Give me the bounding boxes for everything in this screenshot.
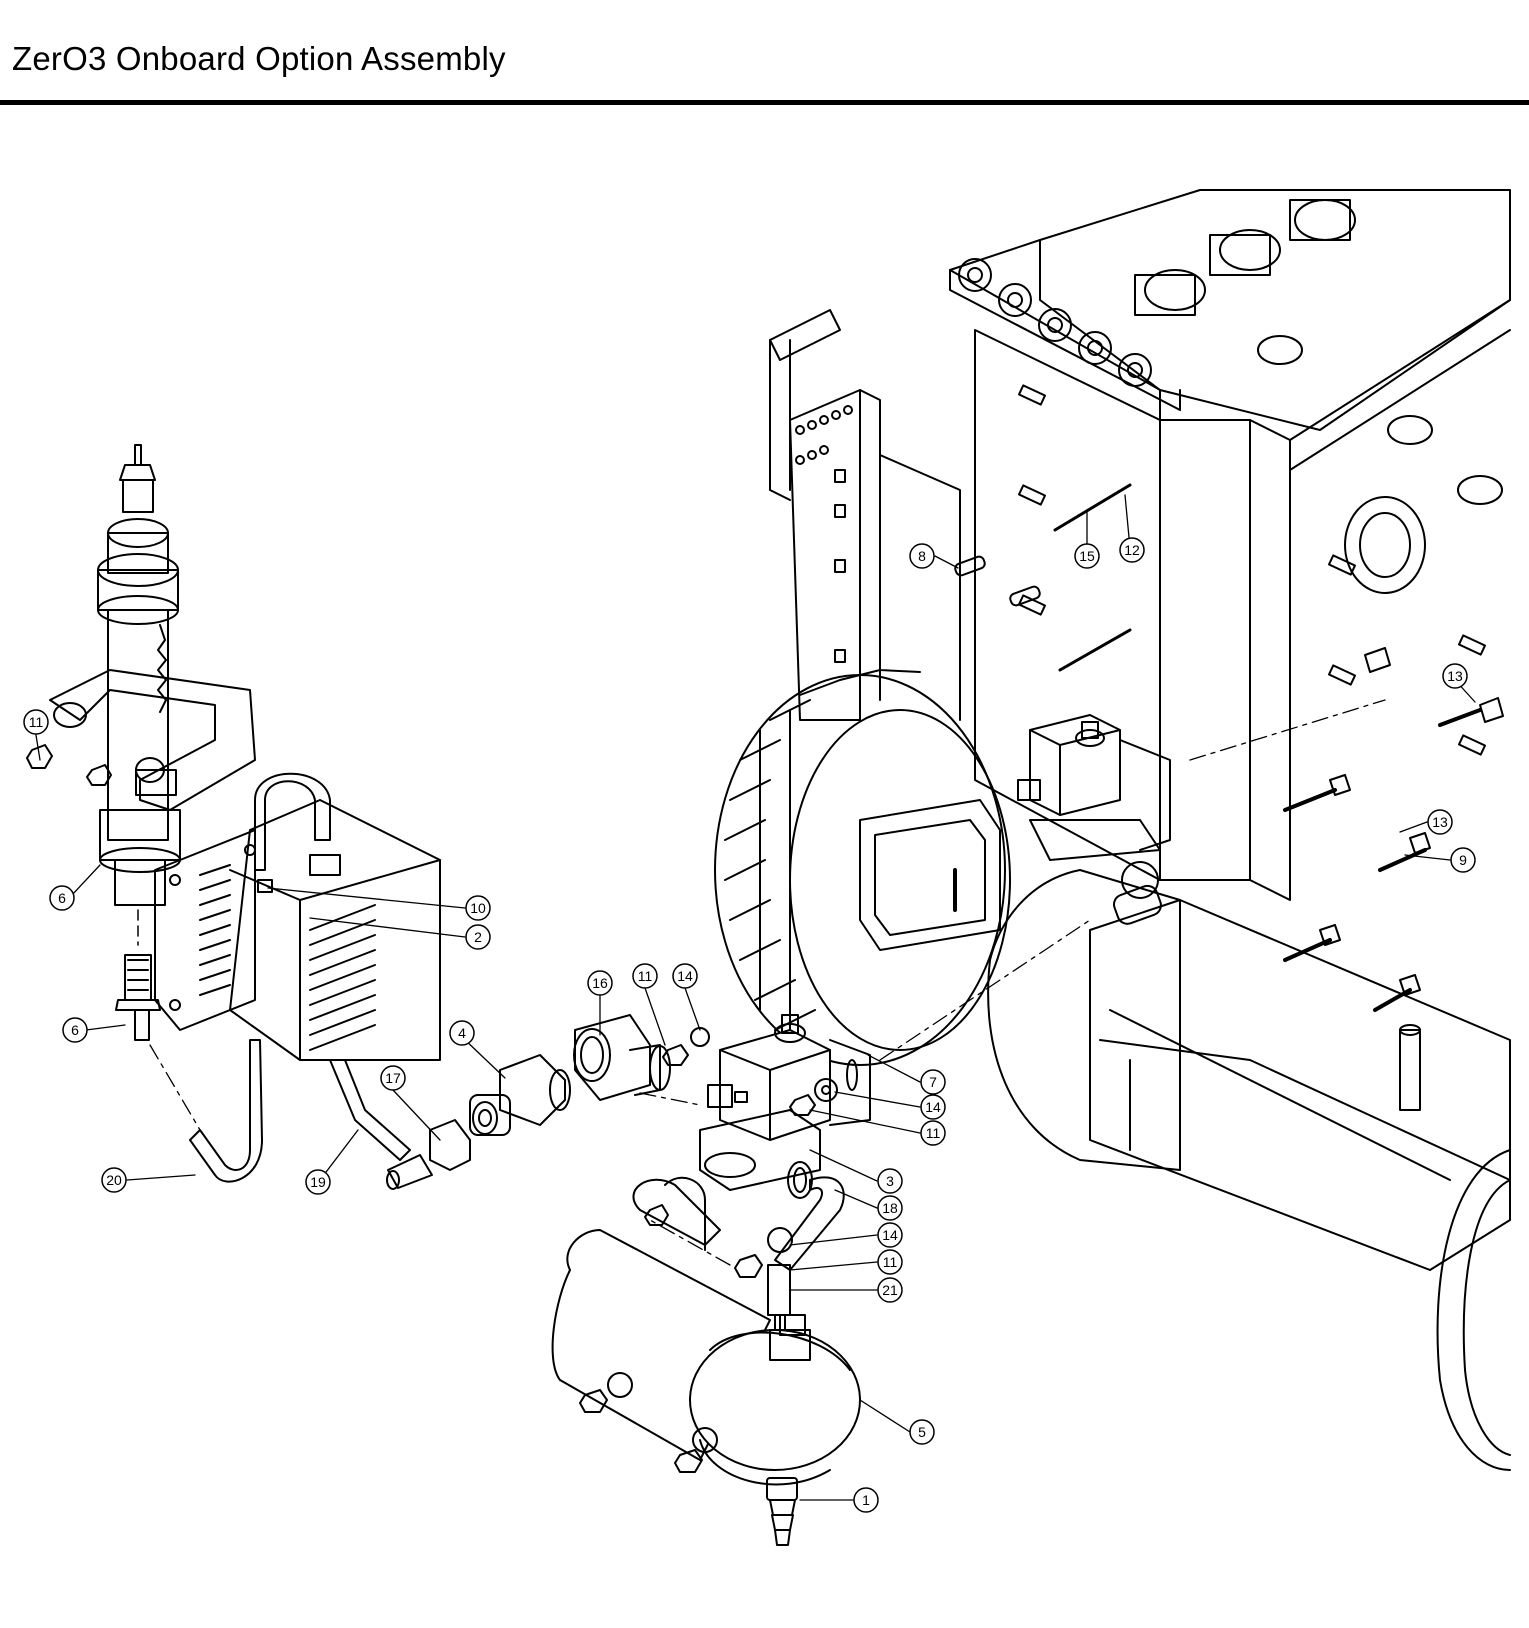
- svg-text:4: 4: [458, 1025, 466, 1041]
- callout-18: 18: [877, 1195, 903, 1221]
- svg-text:11: 11: [883, 1254, 898, 1270]
- svg-text:14: 14: [882, 1227, 898, 1243]
- ozone-generator: [154, 772, 441, 1183]
- title-rule: [0, 100, 1529, 105]
- callout-20: 20: [101, 1167, 127, 1193]
- svg-text:18: 18: [882, 1200, 898, 1216]
- svg-text:19: 19: [310, 1174, 326, 1190]
- callout-4: 4: [449, 1020, 475, 1046]
- chassis-frame: [769, 189, 1511, 1471]
- callout-11: 11: [23, 709, 49, 735]
- callout-8: 8: [909, 543, 935, 569]
- svg-text:14: 14: [925, 1099, 941, 1115]
- callout-14: 14: [672, 963, 698, 989]
- svg-text:11: 11: [29, 714, 44, 730]
- page-title: ZerO3 Onboard Option Assembly: [12, 40, 506, 77]
- svg-text:11: 11: [926, 1125, 941, 1141]
- svg-text:6: 6: [71, 1022, 79, 1038]
- callout-11: 11: [632, 963, 658, 989]
- svg-text:8: 8: [918, 548, 926, 564]
- callout-2: 2: [465, 924, 491, 950]
- callout-9: 9: [1450, 847, 1476, 873]
- callout-14: 14: [920, 1094, 946, 1120]
- svg-text:11: 11: [638, 968, 653, 984]
- svg-text:1: 1: [862, 1492, 870, 1508]
- cooling-fins: [199, 864, 376, 1051]
- callout-13: 13: [1442, 663, 1468, 689]
- side-plate-slots: [1018, 384, 1486, 756]
- svg-text:14: 14: [677, 968, 693, 984]
- callout-10: 10: [465, 895, 491, 921]
- callout-5: 5: [909, 1419, 935, 1445]
- svg-text:7: 7: [929, 1074, 937, 1090]
- callout-7: 7: [920, 1069, 946, 1095]
- svg-text:9: 9: [1459, 852, 1467, 868]
- fitting-17-barb: [386, 1119, 471, 1190]
- svg-text:10: 10: [470, 900, 486, 916]
- svg-text:2: 2: [474, 929, 482, 945]
- battery-terminals: [1134, 199, 1503, 505]
- callout-12: 12: [1119, 537, 1145, 563]
- callouts: 11 6 6 10 2 20 19 17 4 16 11 14 7 14 11 …: [23, 537, 1476, 1513]
- pin-8: [954, 555, 986, 577]
- svg-text:20: 20: [106, 1172, 122, 1188]
- callout-6: 6: [49, 885, 75, 911]
- svg-text:3: 3: [886, 1173, 894, 1189]
- callout-11: 11: [877, 1249, 903, 1275]
- svg-text:13: 13: [1432, 814, 1448, 830]
- centerlines: [149, 699, 1386, 1266]
- callout-6: 6: [62, 1017, 88, 1043]
- filter-canister: [551, 1176, 861, 1546]
- svg-text:12: 12: [1124, 542, 1140, 558]
- right-bolts: [1283, 647, 1504, 1012]
- callout-21: 21: [877, 1277, 903, 1303]
- callout-3: 3: [877, 1168, 903, 1194]
- svg-text:21: 21: [882, 1282, 898, 1298]
- callout-17: 17: [380, 1065, 406, 1091]
- callout-16: 16: [587, 970, 613, 996]
- fitting-4-union: [469, 1054, 571, 1136]
- fitting-16-elbow: [573, 1014, 671, 1101]
- callout-13: 13: [1427, 809, 1453, 835]
- callout-14: 14: [877, 1222, 903, 1248]
- svg-text:17: 17: [385, 1070, 401, 1086]
- svg-text:5: 5: [918, 1424, 926, 1440]
- callout-15: 15: [1074, 543, 1100, 569]
- svg-text:15: 15: [1079, 548, 1095, 564]
- callout-1: 1: [853, 1487, 879, 1513]
- handle-bracket: [769, 309, 961, 721]
- svg-text:13: 13: [1447, 668, 1463, 684]
- svg-text:16: 16: [592, 975, 608, 991]
- upper-solenoid-valve: [1017, 714, 1171, 925]
- ozone-injector: [26, 444, 256, 1041]
- wheel: [714, 669, 1011, 1066]
- svg-text:6: 6: [58, 890, 66, 906]
- callout-19: 19: [305, 1169, 331, 1195]
- fitting-row: [949, 258, 1181, 411]
- callout-11: 11: [920, 1120, 946, 1146]
